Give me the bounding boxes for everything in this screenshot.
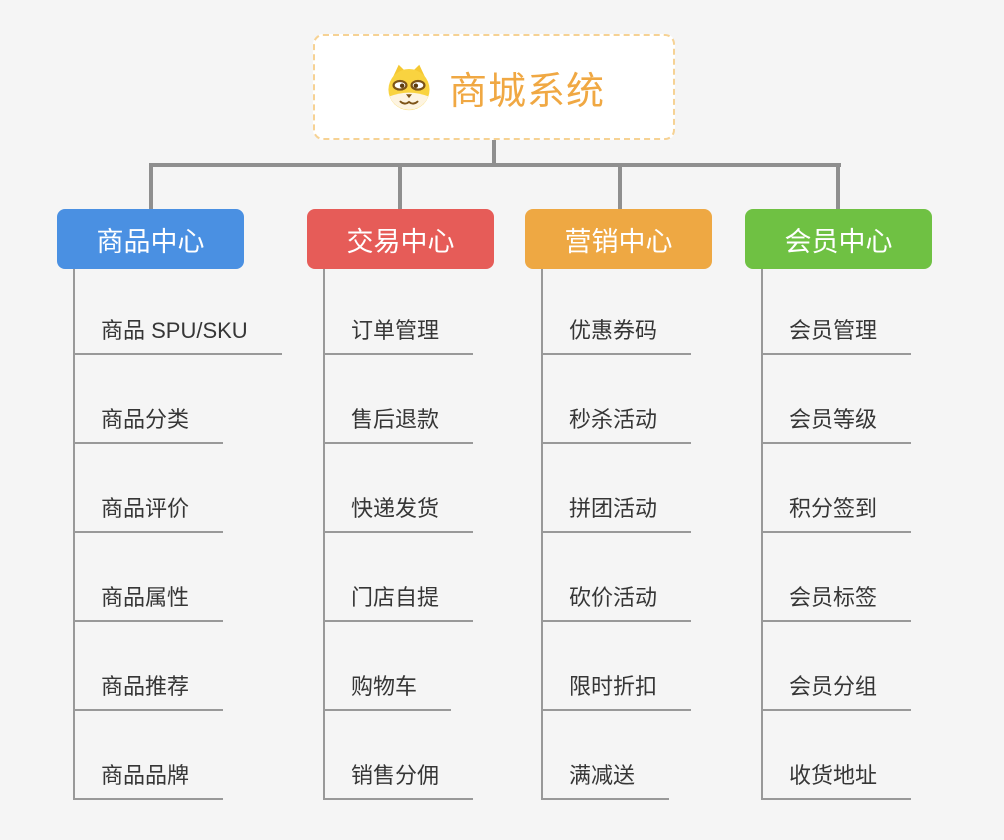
leaf-node[interactable]: 订单管理 — [323, 315, 474, 355]
leaf-node[interactable]: 会员管理 — [761, 315, 912, 355]
leaf-node[interactable]: 快递发货 — [323, 493, 474, 533]
leaf-node[interactable]: 满减送 — [541, 760, 670, 800]
branch-label: 商品中心 — [96, 226, 205, 257]
leaf-node[interactable]: 售后退款 — [323, 404, 474, 444]
root-title: 商城系统 — [448, 70, 605, 113]
connector-branch-stub — [618, 163, 622, 213]
leaf-node[interactable]: 购物车 — [323, 671, 452, 711]
leaf-node[interactable]: 砍价活动 — [541, 582, 692, 622]
connector-branch-stub — [398, 163, 402, 213]
leaf-node[interactable]: 销售分佣 — [323, 760, 474, 800]
leaf-node[interactable]: 积分签到 — [761, 493, 912, 533]
branch-column-marketing-center: 营销中心 优惠券码 秒杀活动 拼团活动 砍价活动 限时折扣 满减送 — [525, 209, 795, 809]
branch-column-product-center: 商品中心 商品 SPU/SKU 商品分类 商品评价 商品属性 商品推荐 商品品牌 — [57, 209, 327, 809]
connector-branch-stub — [149, 163, 153, 213]
connector-horizontal-rail — [149, 163, 841, 167]
branch-column-trade-center: 交易中心 订单管理 售后退款 快递发货 门店自提 购物车 销售分佣 — [307, 209, 577, 809]
leaf-node[interactable]: 收货地址 — [761, 760, 912, 800]
leaf-node[interactable]: 拼团活动 — [541, 493, 692, 533]
branch-node-product-center[interactable]: 商品中心 — [57, 209, 244, 269]
leaf-node[interactable]: 会员分组 — [761, 671, 912, 711]
connector-branch-spine — [761, 269, 763, 800]
leaf-node[interactable]: 会员等级 — [761, 404, 912, 444]
branch-label: 营销中心 — [564, 226, 673, 257]
connector-root-stub — [492, 140, 496, 165]
branch-node-marketing-center[interactable]: 营销中心 — [525, 209, 712, 269]
dog-face-icon — [383, 63, 435, 111]
branch-label: 会员中心 — [784, 226, 893, 257]
root-node[interactable]: 商城系统 — [313, 34, 675, 140]
leaf-node[interactable]: 商品品牌 — [73, 760, 224, 800]
branch-label: 交易中心 — [346, 226, 455, 257]
leaf-node[interactable]: 优惠券码 — [541, 315, 692, 355]
branch-node-trade-center[interactable]: 交易中心 — [307, 209, 494, 269]
connector-branch-stub — [836, 163, 840, 213]
branch-column-member-center: 会员中心 会员管理 会员等级 积分签到 会员标签 会员分组 收货地址 — [745, 209, 1004, 809]
connector-branch-spine — [323, 269, 325, 800]
leaf-node[interactable]: 商品评价 — [73, 493, 224, 533]
leaf-node[interactable]: 商品分类 — [73, 404, 224, 444]
leaf-node[interactable]: 门店自提 — [323, 582, 474, 622]
connector-branch-spine — [73, 269, 75, 800]
leaf-node[interactable]: 商品属性 — [73, 582, 224, 622]
leaf-node[interactable]: 会员标签 — [761, 582, 912, 622]
leaf-node[interactable]: 秒杀活动 — [541, 404, 692, 444]
connector-branch-spine — [541, 269, 543, 800]
leaf-node[interactable]: 限时折扣 — [541, 671, 692, 711]
leaf-node[interactable]: 商品 SPU/SKU — [73, 315, 282, 355]
branch-node-member-center[interactable]: 会员中心 — [745, 209, 932, 269]
leaf-node[interactable]: 商品推荐 — [73, 671, 224, 711]
